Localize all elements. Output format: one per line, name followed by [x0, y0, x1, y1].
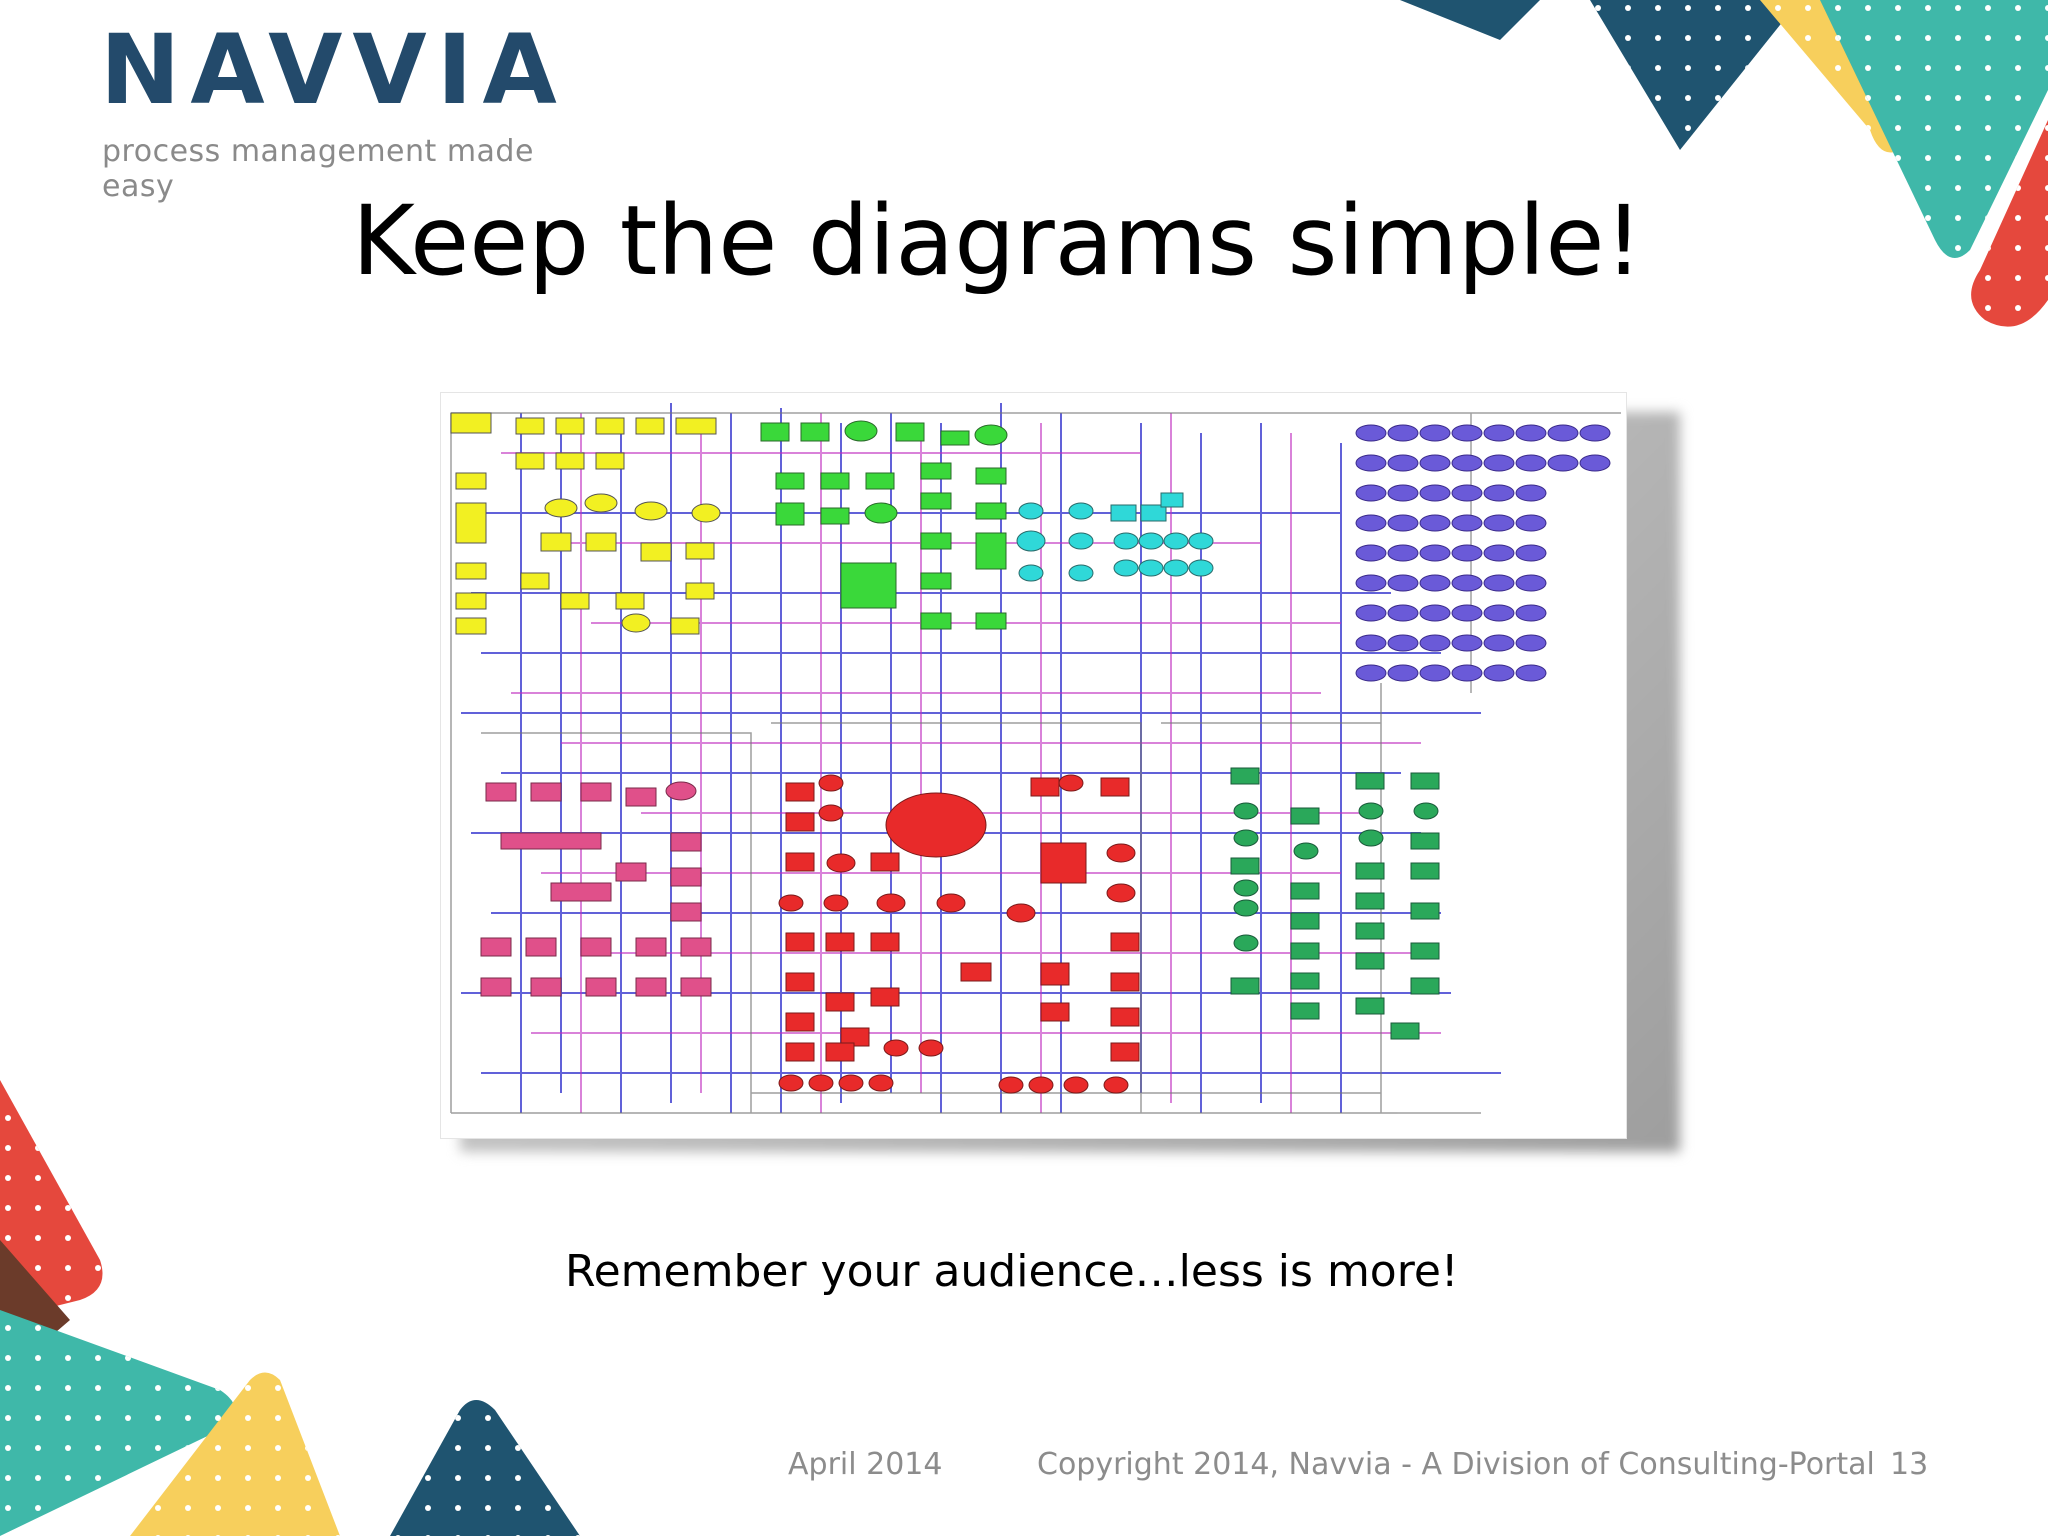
diagram-graphic	[450, 403, 1621, 1114]
footer-date: April 2014	[788, 1447, 943, 1482]
diagram-canvas	[440, 392, 1627, 1139]
footer-copyright: Copyright 2014, Navvia - A Division of C…	[1037, 1447, 1875, 1482]
decor-top-right	[1400, 0, 2048, 327]
decor-bottom-left	[0, 1080, 580, 1536]
navvia-logo: NAVVIA process management made easy	[100, 22, 560, 204]
logo-tagline: process management made easy	[102, 134, 534, 204]
complex-diagram-image	[440, 392, 1680, 1152]
logo-wordmark: NAVVIA	[100, 14, 567, 126]
slide-caption: Remember your audience…less is more!	[565, 1246, 1459, 1297]
slide-title: Keep the diagrams simple!	[352, 185, 1643, 297]
footer-page-number: 13	[1890, 1447, 1929, 1482]
